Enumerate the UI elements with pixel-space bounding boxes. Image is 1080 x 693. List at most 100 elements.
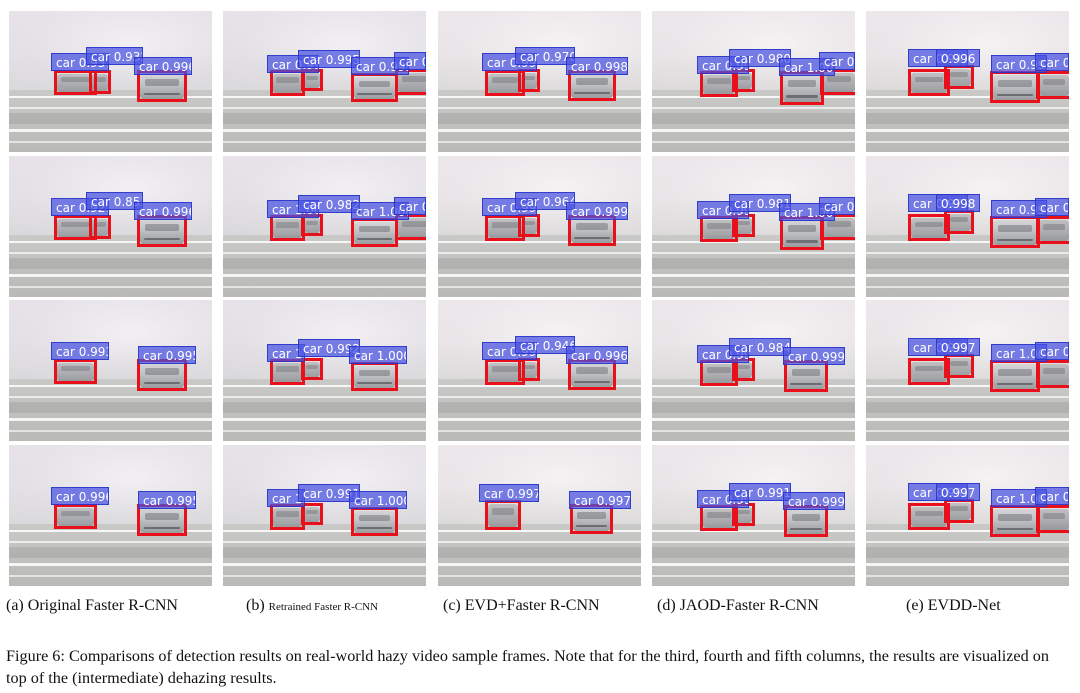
detection-box (518, 69, 540, 92)
detection-label: car 0.999 (1035, 53, 1069, 71)
scene-l2 (652, 106, 855, 109)
scene-l3 (438, 129, 641, 133)
detection-box (89, 70, 111, 94)
scene-l4 (652, 285, 855, 288)
scene-l2 (9, 540, 212, 543)
detection-label: car 0.996 (51, 487, 109, 505)
car-silhouette (140, 363, 184, 388)
scene-l1 (652, 529, 855, 532)
car-silhouette (703, 220, 735, 239)
scene-l2 (438, 540, 641, 543)
scene-shoulder (652, 546, 855, 558)
scene-l4 (223, 574, 426, 577)
scene-l3 (866, 129, 1069, 133)
scene-l1 (223, 240, 426, 243)
car-silhouette (488, 74, 522, 93)
car-silhouette (1039, 220, 1069, 241)
car-silhouette (488, 219, 522, 238)
scene-l3 (223, 274, 426, 278)
scene-l2 (866, 251, 1069, 254)
car-silhouette (140, 74, 184, 99)
detection-label: car 0.999 (566, 202, 628, 220)
detection-label: car 0.991 (729, 483, 791, 501)
scene-l3 (652, 418, 855, 422)
detection-label: car 0.999 (394, 197, 426, 215)
detection-label: car 0.999 (819, 52, 855, 70)
scene-l3 (9, 129, 212, 133)
scene-shoulder (9, 546, 212, 558)
scene-l1 (9, 384, 212, 387)
scene-l1 (652, 384, 855, 387)
detection-box (395, 214, 426, 240)
car-silhouette (354, 222, 395, 244)
detection-label: car 0.999 (1035, 342, 1069, 360)
detection-label: car 0.982 (298, 195, 360, 213)
detection-box (820, 214, 855, 240)
scene-l1 (223, 95, 426, 98)
car-silhouette (273, 363, 302, 382)
car-silhouette (521, 218, 537, 234)
detection-box (89, 215, 111, 239)
car-silhouette (304, 73, 320, 88)
detection-box (820, 69, 855, 95)
detection-box (54, 70, 97, 95)
scene-shoulder (223, 401, 426, 413)
scene-l2 (866, 106, 1069, 109)
car-silhouette (735, 507, 752, 523)
column-caption-3: (c)EVD+Faster R-CNN (443, 596, 600, 616)
caption-letter: (d) (657, 597, 676, 614)
car-silhouette (947, 69, 971, 86)
detection-label: car 0.999 (819, 197, 855, 215)
car-silhouette (1039, 364, 1069, 385)
scene-l1 (866, 95, 1069, 98)
scene-shoulder (866, 401, 1069, 413)
detection-box (518, 358, 540, 381)
scene-l4 (438, 285, 641, 288)
detection-box (1036, 71, 1069, 99)
scene-l2 (223, 540, 426, 543)
scene-l1 (652, 240, 855, 243)
detection-box (990, 216, 1040, 248)
detection-box (1036, 360, 1069, 388)
car-silhouette (911, 218, 947, 238)
detection-label: car 0.997 (479, 484, 539, 502)
scene-l4 (9, 140, 212, 143)
detection-box (780, 216, 824, 250)
car-silhouette (1039, 75, 1069, 96)
scene-l3 (9, 418, 212, 422)
detection-label: car 1.000 (267, 344, 305, 362)
caption-letter: (a) (6, 597, 24, 614)
caption-method-name: JAOD-Faster R-CNN (679, 597, 819, 614)
car-silhouette (354, 77, 395, 99)
detection-label: car 1.000 (349, 346, 407, 364)
detection-box (395, 69, 426, 95)
detection-box (908, 503, 950, 530)
scene-shoulder (438, 401, 641, 413)
detection-box (1036, 216, 1069, 244)
scene-shoulder (652, 401, 855, 413)
car-silhouette (735, 362, 752, 378)
scene-l2 (223, 106, 426, 109)
detection-box (54, 504, 97, 529)
detection-box (351, 218, 398, 247)
scene-l2 (652, 540, 855, 543)
car-silhouette (354, 511, 395, 533)
car-silhouette (783, 75, 821, 102)
scene-l2 (438, 106, 641, 109)
detection-label: 0.997 (936, 483, 981, 501)
detection-label: car 0.996 (134, 202, 192, 220)
scene-l3 (866, 418, 1069, 422)
scene-l3 (223, 418, 426, 422)
scene-l4 (866, 285, 1069, 288)
detection-box (944, 499, 974, 523)
scene-l2 (866, 540, 1069, 543)
scene-shoulder (438, 546, 641, 558)
car-silhouette (521, 73, 537, 89)
car-silhouette (57, 219, 94, 237)
detection-box (351, 507, 398, 536)
detection-label: car 1.000 (991, 344, 1047, 362)
